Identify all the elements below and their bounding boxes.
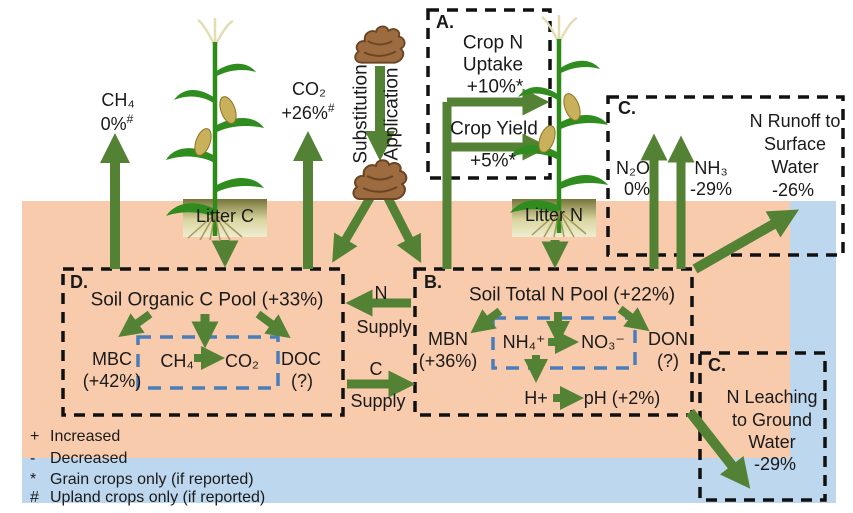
mbn-value: (+36%) <box>418 351 478 372</box>
application-label: Application <box>381 67 403 161</box>
co2-emission-value: +26%# <box>281 101 335 124</box>
substitution-label: Substitution <box>350 64 372 164</box>
manure-pile-top-icon <box>354 25 406 64</box>
c-supply-letter: C <box>369 359 383 380</box>
n2o-label: N₂O <box>616 158 650 179</box>
runoff-label-line1: N Runoff to <box>749 111 841 132</box>
crop-n-uptake-line2: Uptake <box>462 54 524 76</box>
leaching-value: -29% <box>753 454 797 475</box>
box-c-bottom-border <box>698 351 827 502</box>
legend-decreased: -Decreased <box>30 450 128 467</box>
no3-label: NO₃⁻ <box>581 332 625 353</box>
corn-cob <box>563 93 581 121</box>
flux-arrows <box>100 66 800 489</box>
manure-to-c-pool-arrow <box>332 195 374 263</box>
cpool-to-mbc-arrow <box>118 310 153 338</box>
corn-cob <box>219 96 237 124</box>
npool-to-don-arrow <box>617 305 650 332</box>
h-label: H+ <box>524 388 548 409</box>
leaching-label-line2: to Ground <box>731 410 813 431</box>
nh4-label: NH₄⁺ <box>502 332 546 353</box>
c-supply-word: Supply <box>350 391 406 412</box>
soil-total-n-pool-title: Soil Total N Pool (+22%) <box>468 284 676 306</box>
legend-upland-crops: #Upland crops only (if reported) <box>30 489 266 506</box>
tassel <box>541 15 578 44</box>
runoff-label-line2: Surface <box>763 134 827 155</box>
n-supply-word: Supply <box>356 317 412 338</box>
soil-organic-c-pool-title: Soil Organic C Pool (+33%) <box>90 289 324 311</box>
corn-plant-right-icon <box>510 15 608 238</box>
ph-value: pH (+2%) <box>583 388 661 409</box>
mbc-value: (+42%) <box>82 371 142 392</box>
ch4-emission-label: CH₄ <box>101 90 135 111</box>
box-d-label: D. <box>70 272 88 292</box>
mbc-label: MBC <box>92 349 132 370</box>
crop-n-uptake-line1: Crop N <box>462 32 524 54</box>
corn-plant-left-icon <box>166 18 264 240</box>
co2-emission-label: CO₂ <box>292 79 326 100</box>
roots <box>531 210 587 238</box>
n-runoff-arrow <box>692 209 800 274</box>
box-b-inner-blue-border <box>491 316 637 370</box>
box-a-label: A. <box>436 12 454 32</box>
box-c-top-border <box>606 95 845 257</box>
box-a-border <box>426 8 552 180</box>
runoff-value: -26% <box>771 180 815 201</box>
box-d-border <box>61 267 345 417</box>
litter-c-label: Litter C <box>195 206 255 227</box>
crop-yield-value: +5%* <box>470 150 516 172</box>
box-c-bottom-label: C. <box>708 355 726 375</box>
nh3-value: -29% <box>689 179 733 200</box>
corn-cob <box>194 128 212 156</box>
box-b-border <box>413 267 694 417</box>
soil-co2-label: CO₂ <box>225 351 259 372</box>
doc-label: DOC <box>281 349 321 370</box>
doc-value: (?) <box>291 371 313 392</box>
n2o-value: 0% <box>623 179 651 200</box>
legend-grain-crops: *Grain crops only (if reported) <box>30 471 254 488</box>
don-value: (?) <box>657 351 679 372</box>
crop-n-uptake-value: +10%* <box>466 76 524 98</box>
leaching-label-line3: Water <box>748 432 796 453</box>
mbn-label: MBN <box>428 329 468 350</box>
corn-cob <box>538 125 556 153</box>
manure-pile-bottom-icon <box>352 159 408 200</box>
runoff-label-line3: Water <box>771 157 819 178</box>
don-label: DON <box>648 329 688 350</box>
manure-to-n-pool-arrow <box>383 195 422 264</box>
cpool-to-doc-arrow <box>255 310 291 339</box>
n-supply-letter: N <box>374 283 388 304</box>
crop-yield-label: Crop Yield <box>450 118 538 140</box>
litter-n-label: Litter N <box>524 205 584 226</box>
npool-to-mbn-arrow <box>470 307 503 334</box>
nh3-label: NH₃ <box>694 158 728 179</box>
roots <box>187 213 243 240</box>
tassel <box>197 18 234 47</box>
legend-increased: +Increased <box>30 428 121 445</box>
box-c-top-label: C. <box>618 98 636 118</box>
box-b-label: B. <box>424 272 442 292</box>
soil-ch4-label: CH₄ <box>160 351 194 372</box>
ch4-emission-value: 0%# <box>100 112 134 135</box>
n-leaching-arrow <box>686 408 751 489</box>
leaching-label-line1: N Leaching <box>726 387 818 408</box>
